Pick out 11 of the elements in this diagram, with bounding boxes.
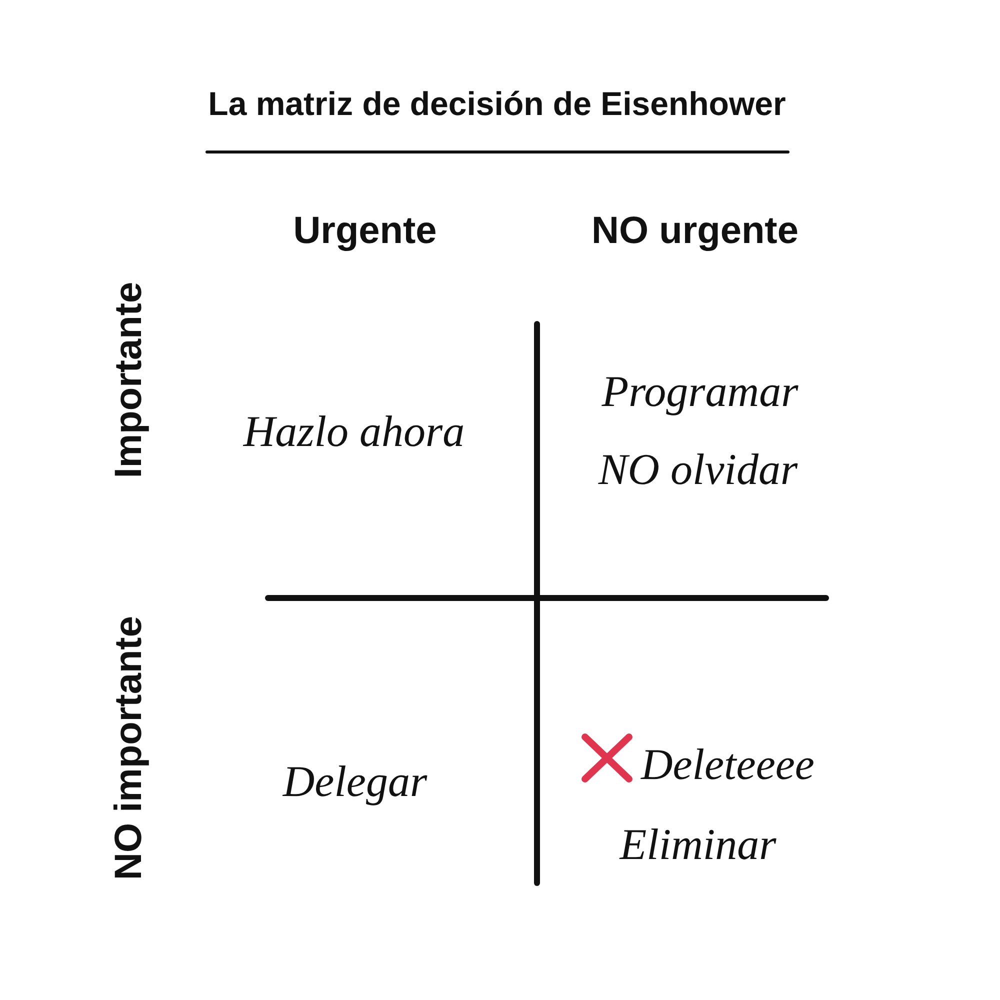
column-header: Urgente	[293, 211, 437, 253]
quadrant-label: Deleteeee	[641, 740, 814, 790]
quadrant-label: Delegar	[282, 758, 428, 806]
page-title: La matriz de decisión de Eisenhower	[208, 86, 786, 122]
row-header: NO importante	[109, 616, 151, 880]
row-header: Importante	[109, 282, 151, 478]
quadrant-label: Hazlo ahora	[243, 408, 465, 456]
quadrant-label: Eliminar	[620, 820, 776, 870]
quadrant-label: Programar	[602, 368, 798, 416]
quadrant-label: NO olvidar	[598, 446, 798, 494]
column-header: NO urgente	[592, 211, 798, 253]
